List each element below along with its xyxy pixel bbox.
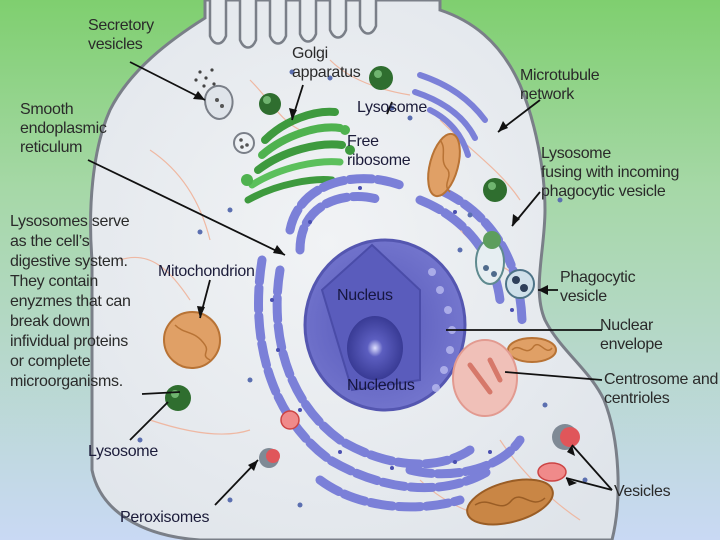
secretory-granules (194, 68, 216, 88)
label-lysosome-note: Lysosomes serve as the cell’s digestive … (10, 213, 131, 390)
label-peroxisomes: Peroxisomes (120, 509, 210, 526)
label-vesicles: Vesicles (614, 483, 671, 500)
label-nuclear-envelope: Nuclear envelope (600, 317, 663, 353)
label-lysosome-fusing: Lysosome fusing with incoming phagocytic… (541, 145, 680, 200)
lysosome (165, 385, 191, 411)
label-nucleolus: Nucleolus (347, 377, 415, 394)
lysosome-fusing-vesicle (475, 231, 505, 285)
peroxisome (259, 448, 280, 468)
rough-endoplasmic-reticulum (254, 174, 527, 512)
label-secretory-vesicles: Secretory vesicles (88, 17, 154, 53)
arrowheads (193, 91, 577, 486)
leader-lines (87, 61, 613, 506)
label-free-ribosome: Free ribosome (347, 133, 411, 169)
microtubule-network (412, 72, 488, 158)
mitochondrion-bottom (466, 478, 554, 526)
golgi-apparatus (241, 107, 355, 204)
nucleolus (347, 316, 403, 380)
label-centrosome: Centrosome and centrioles (604, 371, 719, 407)
label-golgi-apparatus: Golgi apparatus (292, 45, 361, 81)
free-ribosomes (137, 69, 588, 508)
lysosome (259, 93, 281, 115)
label-nucleus: Nucleus (337, 287, 393, 304)
label-mitochondrion: Mitochondrion (158, 263, 255, 280)
lysosome (369, 66, 393, 90)
nuclear-envelope (428, 268, 456, 392)
mitochondrion (163, 311, 221, 369)
secretory-vesicle-small (233, 132, 255, 154)
centrosome (452, 339, 518, 417)
label-smooth-er: Smooth endoplasmic reticulum (20, 101, 107, 156)
peroxisome (280, 410, 300, 430)
phagocytic-vesicle (505, 269, 535, 299)
vesicle (537, 462, 567, 482)
centrioles (467, 357, 503, 395)
label-microtubule-network: Microtubule network (520, 67, 600, 103)
mitochondrion-upper-right (427, 132, 461, 198)
label-lysosome-bottom: Lysosome (88, 443, 158, 460)
mitochondrion-right (507, 337, 557, 363)
microvilli (208, 0, 378, 49)
label-lysosome-top: Lysosome (357, 99, 427, 116)
lysosome (483, 178, 507, 202)
label-phagocytic-vesicle: Phagocytic vesicle (560, 269, 636, 305)
vesicle (552, 424, 580, 450)
secretory-vesicle (203, 84, 234, 120)
